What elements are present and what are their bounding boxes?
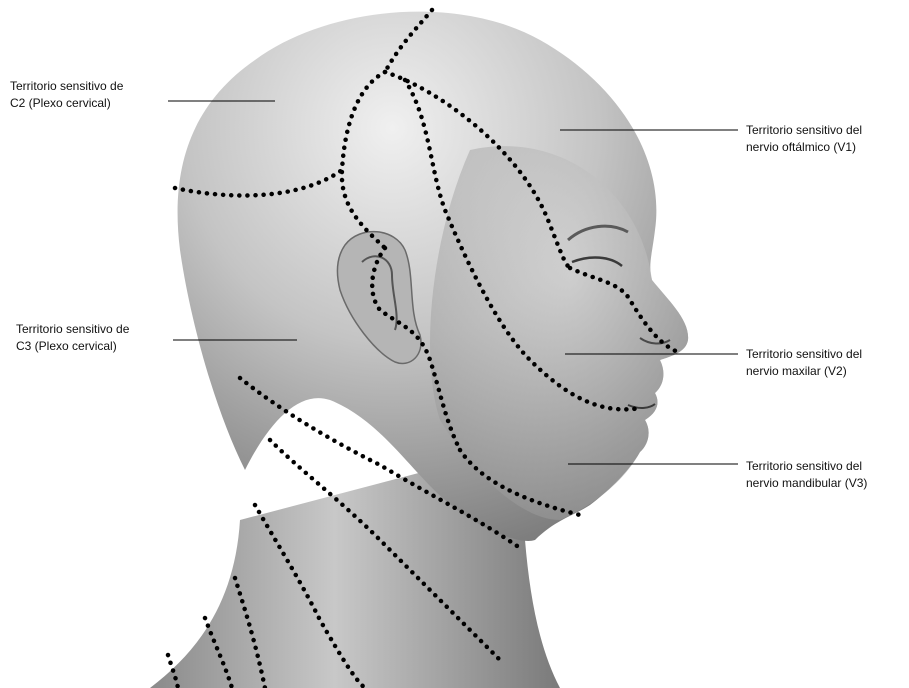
label-v1-line1: Territorio sensitivo del bbox=[746, 122, 862, 139]
label-c3-line1: Territorio sensitivo de bbox=[16, 321, 129, 338]
label-c2-line2: C2 (Plexo cervical) bbox=[10, 95, 123, 112]
label-v1: Territorio sensitivo del nervio oftálmic… bbox=[746, 122, 862, 156]
label-c3: Territorio sensitivo de C3 (Plexo cervic… bbox=[16, 321, 129, 355]
label-c2-line1: Territorio sensitivo de bbox=[10, 78, 123, 95]
label-v3: Territorio sensitivo del nervio mandibul… bbox=[746, 458, 867, 492]
label-c2: Territorio sensitivo de C2 (Plexo cervic… bbox=[10, 78, 123, 112]
label-v3-line2: nervio mandibular (V3) bbox=[746, 475, 867, 492]
label-v3-line1: Territorio sensitivo del bbox=[746, 458, 867, 475]
label-v2-line2: nervio maxilar (V2) bbox=[746, 363, 862, 380]
label-c3-line2: C3 (Plexo cervical) bbox=[16, 338, 129, 355]
label-v2-line1: Territorio sensitivo del bbox=[746, 346, 862, 363]
label-v1-line2: nervio oftálmico (V1) bbox=[746, 139, 862, 156]
label-v2: Territorio sensitivo del nervio maxilar … bbox=[746, 346, 862, 380]
